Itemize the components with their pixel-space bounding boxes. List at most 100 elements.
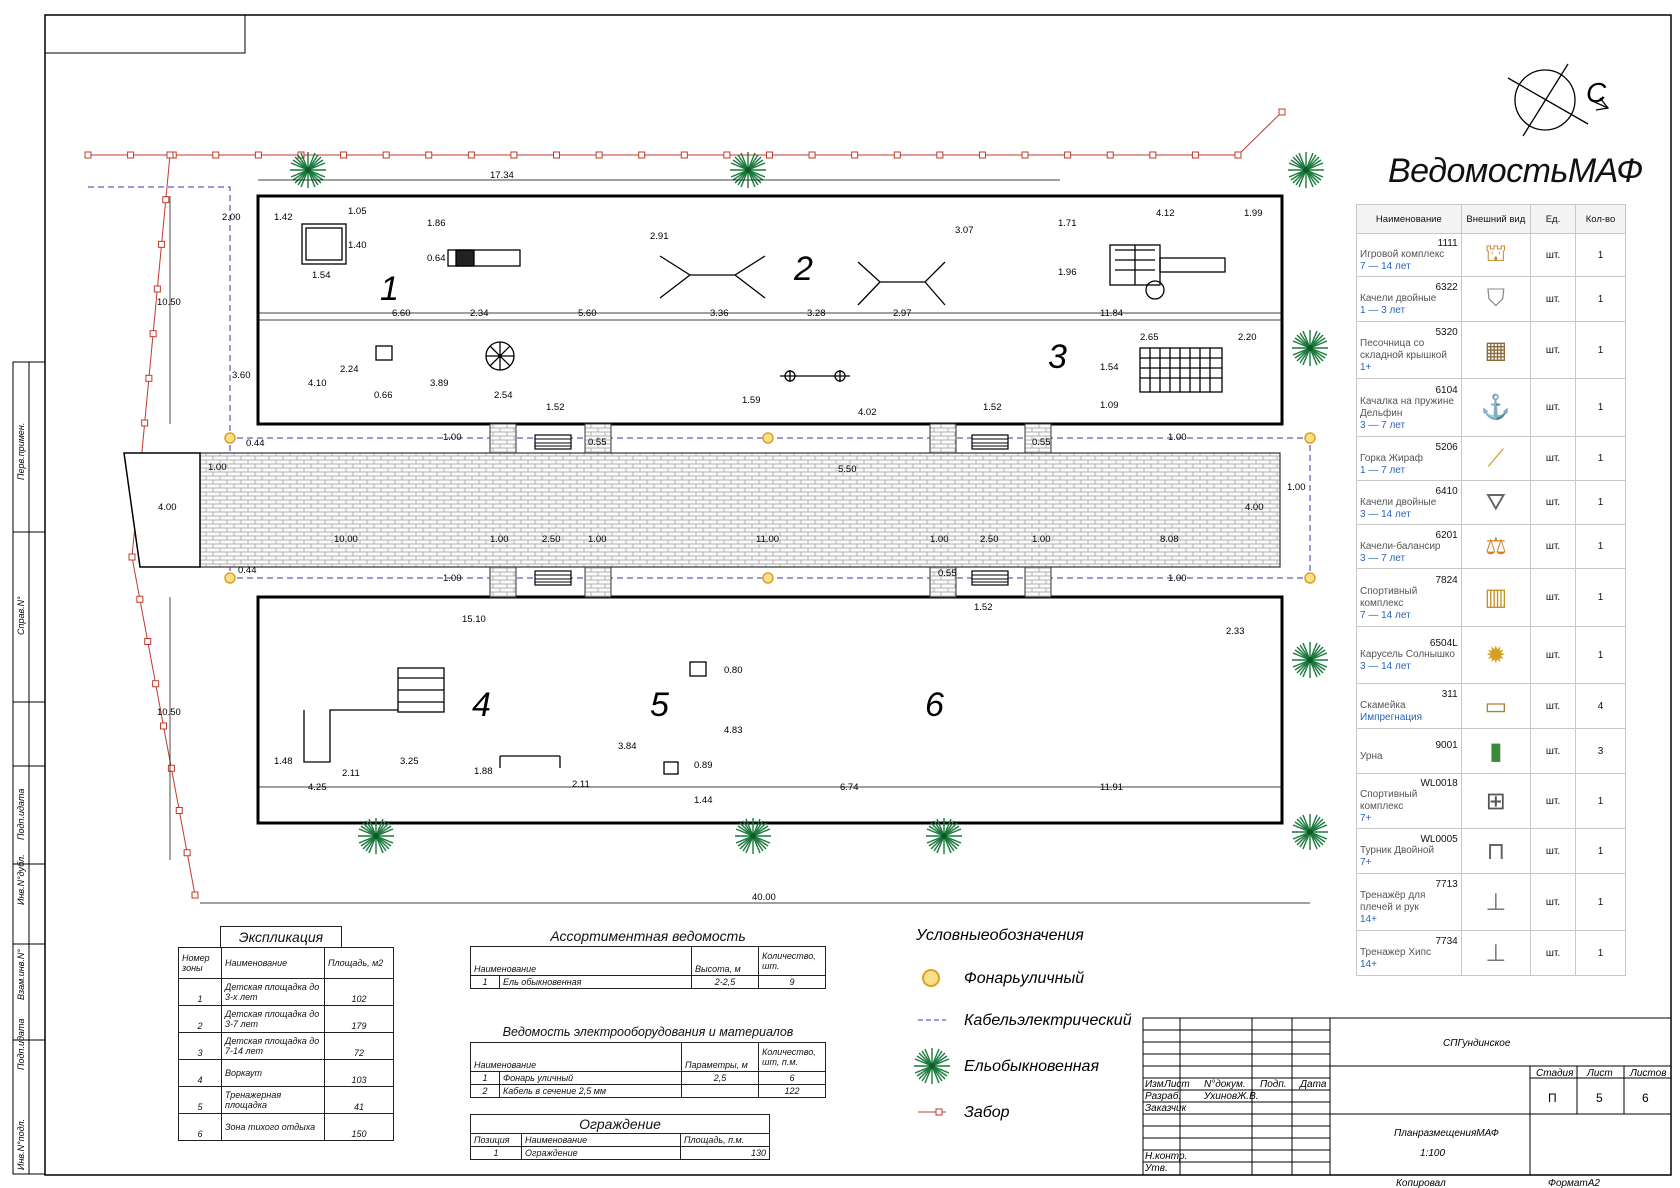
org-name: СПГундинское	[1443, 1038, 1511, 1049]
trainer-hips-icon: ⊥	[1485, 939, 1507, 967]
fence-post	[723, 151, 731, 159]
fence-post	[127, 151, 135, 159]
table-header: Наименование	[470, 1042, 682, 1072]
maf-picture-cell: ⛫	[1460, 233, 1531, 277]
maf-qty: 1	[1574, 828, 1627, 874]
maf-qty: 1	[1574, 626, 1627, 684]
maf-name: Урна	[1360, 750, 1383, 762]
table-header: Наименование	[521, 1133, 681, 1147]
zone-name: Зона тихого отдыха	[221, 1113, 325, 1141]
maf-code: 5320	[1435, 327, 1458, 338]
fence-post	[1149, 151, 1157, 159]
maf-unit: шт.	[1529, 480, 1576, 525]
double-swing-icon: ⛉	[1486, 285, 1505, 312]
fence-post	[1278, 108, 1286, 116]
dimension-label: 11.91	[1100, 782, 1123, 793]
fence-post	[144, 638, 152, 645]
spring-rocker-icon: ⚓	[1480, 394, 1511, 421]
assort-table: Наименование Высота, м Количество, шт. 1…	[470, 946, 826, 989]
dimension-label: 3.89	[430, 378, 449, 389]
table-row: 1 Детская площадка до 3-х лет 102	[178, 978, 394, 1006]
dimension-label: 4.00	[158, 502, 177, 513]
maf-age: Импрегнация	[1360, 712, 1423, 723]
maf-age: 14+	[1360, 914, 1377, 925]
dimension-label: 1.96	[1058, 267, 1077, 278]
dimension-label: 1.00	[208, 462, 227, 473]
dimension-label: 4.02	[858, 407, 877, 418]
sandbox-icon: ▦	[1484, 336, 1508, 364]
svg-text:Лист: Лист	[1163, 1079, 1190, 1090]
zone-area: 150	[324, 1113, 394, 1141]
fence-post	[297, 151, 305, 159]
table-header: Наименование	[221, 947, 325, 979]
cell: Фонарь уличный	[499, 1071, 682, 1085]
zone-num: 1	[178, 978, 222, 1006]
assort-title: Ассортиментная ведомость	[550, 928, 746, 944]
maf-code: 6410	[1435, 485, 1458, 497]
fence-table: Позиция Наименование Площадь, п.м. 1 Огр…	[470, 1133, 770, 1160]
maf-row: 7734 Тренажер Хипс 14+ ⊥ шт. 1	[1356, 930, 1627, 976]
fence-post	[191, 891, 199, 899]
maf-code: WL0005	[1420, 834, 1458, 845]
dimension-label: 3.25	[400, 756, 419, 767]
maf-name-cell: WL0018 Спортивный комплекс 7+	[1356, 773, 1462, 829]
dimension-label: 1.00	[1032, 534, 1051, 545]
dimension-label: 2.24	[340, 364, 359, 375]
svg-text:Заказчик: Заказчик	[1145, 1103, 1188, 1114]
dimension-label: 4.12	[1156, 208, 1175, 219]
dimension-label: 2.65	[1140, 332, 1159, 343]
maf-unit: шт.	[1529, 683, 1576, 729]
dimension-label: 2.97	[893, 308, 912, 319]
fence-post	[166, 151, 174, 159]
maf-code: 6104	[1435, 384, 1458, 396]
dimension-label: 10.50	[157, 707, 181, 718]
pullup-bar-icon: ⊓	[1486, 837, 1506, 865]
maf-row: 6410 Качели двойные 3 — 14 лет ⛛ шт. 1	[1356, 480, 1627, 525]
fence-post	[136, 595, 144, 603]
maf-name: Тренажёр для плечей и рук	[1360, 890, 1426, 913]
maf-picture-cell: ⚓	[1460, 378, 1531, 437]
dimension-label: 1.40	[348, 240, 367, 251]
stage: П	[1548, 1091, 1557, 1105]
dimension-label: 1.54	[312, 270, 331, 281]
maf-picture-cell: ⟋	[1460, 436, 1531, 481]
dimension-label: 2.11	[572, 779, 590, 790]
walkway	[123, 423, 1281, 598]
maf-age: 7+	[1360, 813, 1372, 824]
dimension-label: 1.52	[974, 602, 993, 613]
zone-number: 6	[925, 686, 944, 724]
table-row: 6 Зона тихого отдыха 150	[178, 1113, 394, 1141]
legend-item: Кабельэлектрический	[964, 1012, 1132, 1029]
maf-name-cell: 6201 Качели-балансир 3 — 7 лет	[1356, 524, 1462, 569]
maf-code: 7824	[1435, 574, 1458, 586]
maf-name-cell: 5206 Горка Жираф 1 — 7 лет	[1356, 436, 1462, 481]
maf-unit: шт.	[1529, 233, 1576, 277]
maf-unit: шт.	[1529, 524, 1576, 569]
dimension-label: 1.88	[474, 766, 493, 777]
table-row: 3 Детская площадка до 7-14 лет 72	[178, 1032, 394, 1060]
maf-qty: 1	[1574, 524, 1627, 569]
swing-frame-icon: ⛛	[1485, 488, 1506, 516]
maf-picture-cell: ⊞	[1460, 773, 1531, 829]
maf-table: Наименование Внешний вид Ед. Кол-во 1111…	[1356, 204, 1627, 976]
maf-age: 3 — 7 лет	[1360, 419, 1406, 431]
zone-num: 3	[178, 1032, 222, 1060]
maf-row: 9001 Урна ▮ шт. 3	[1356, 728, 1627, 774]
cell: Ограждение	[521, 1146, 681, 1160]
maf-code: 6504L	[1429, 638, 1458, 649]
bars-complex-icon: ⊞	[1485, 787, 1506, 815]
maf-code: 1111	[1437, 238, 1458, 249]
fence-post	[595, 151, 603, 159]
equipment	[301, 223, 1226, 775]
zone-num: 2	[178, 1005, 222, 1033]
maf-unit: шт.	[1529, 378, 1576, 437]
table-header: Номер зоны	[178, 947, 222, 979]
dimension-label: 1.00	[1287, 482, 1306, 493]
lamp-legend-icon	[922, 969, 940, 987]
maf-title: ВедомостьМАФ	[1388, 152, 1643, 190]
maf-row: WL0005 Турник Двойной 7+ ⊓ шт. 1	[1356, 828, 1627, 874]
dimension-label: 10.50	[157, 297, 181, 308]
title-block	[1142, 1017, 1672, 1176]
maf-row: 1111 Игровой комплекс 7 — 14 лет ⛫ шт. 1	[1356, 233, 1627, 277]
maf-picture-cell: ▭	[1460, 683, 1531, 729]
